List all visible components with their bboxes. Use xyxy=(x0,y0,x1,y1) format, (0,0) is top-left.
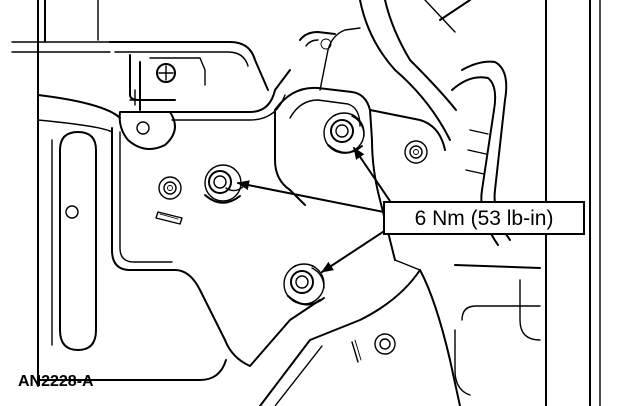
bolt-upper-right xyxy=(323,112,365,154)
figure-id: AN2228-A xyxy=(18,373,94,390)
torque-callout-box xyxy=(383,201,585,235)
left-panel-outline xyxy=(11,0,227,387)
bolt-right-small xyxy=(404,140,428,164)
lower-panel-edge xyxy=(249,259,421,406)
mounting-plate xyxy=(111,69,291,367)
torque-callout: 6 Nm (53 lb-in) xyxy=(383,201,585,235)
upper-screw-icon xyxy=(156,63,176,83)
inner-bracket xyxy=(274,27,446,261)
arrow-to-upper-right-bolt xyxy=(353,147,393,205)
bolt-left-small xyxy=(158,176,182,200)
bolt-bottom-right xyxy=(351,333,396,363)
bolt-lower xyxy=(283,263,325,306)
callout-arrows xyxy=(237,147,393,273)
arrow-to-lower-bolt xyxy=(321,225,393,273)
torque-label: 6 Nm (53 lb-in) xyxy=(415,207,554,230)
upper-bracket xyxy=(109,41,269,150)
arrow-to-center-left-bolt xyxy=(237,180,385,213)
